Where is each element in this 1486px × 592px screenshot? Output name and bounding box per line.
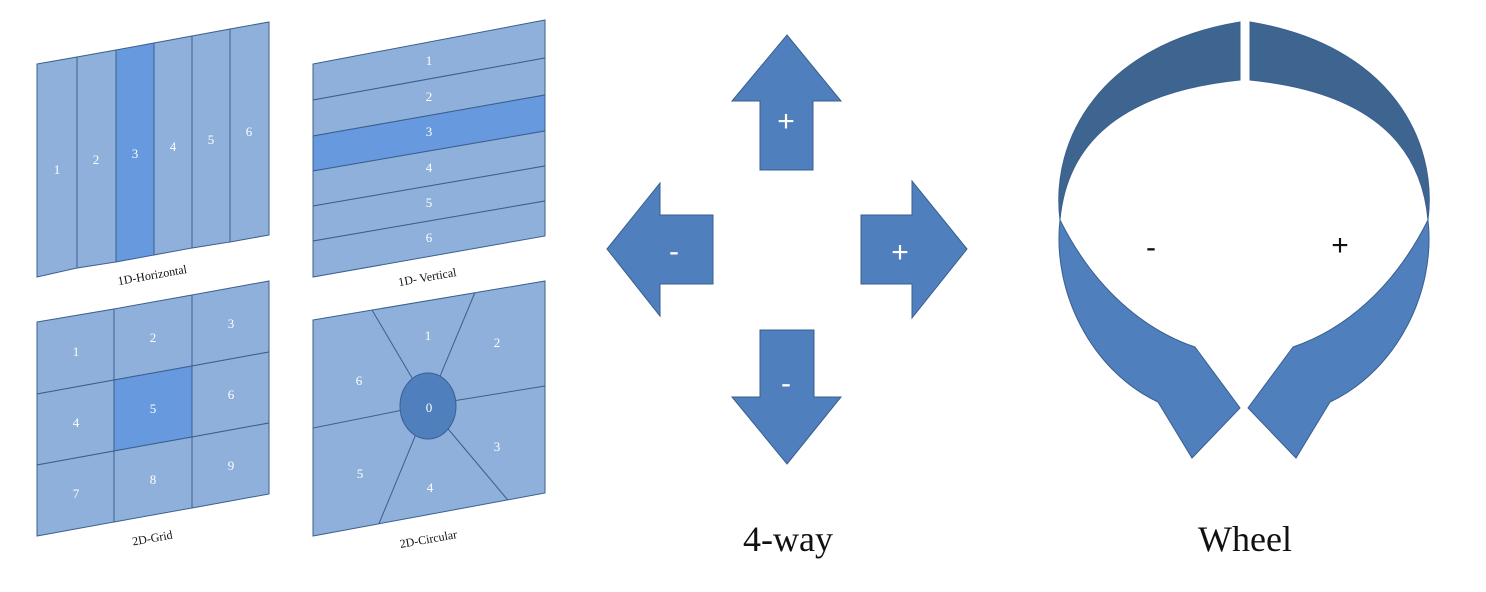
panel-1d-vertical-label: 1D- Vertical <box>397 265 458 289</box>
cell-v-4-label: 4 <box>426 160 433 175</box>
arrow-right-sign: + <box>891 236 909 269</box>
cell-h-4-label: 4 <box>170 139 177 154</box>
cell-c-5-label: 5 <box>357 466 364 481</box>
arrow-left[interactable] <box>606 181 714 318</box>
wheel-bottom-left-arrow[interactable] <box>1058 218 1241 459</box>
panel-1d-vertical: 1 2 3 4 5 6 1D- Vertical <box>312 19 546 289</box>
panel-1d-horizontal: 1 2 3 4 5 6 1D-Horizontal <box>36 21 270 288</box>
wheel-control: - + Wheel <box>1058 21 1430 559</box>
panel-1d-horizontal-label: 1D-Horizontal <box>117 262 189 288</box>
panel-2d-circular-label: 2D-Circular <box>399 527 459 551</box>
panel-2d-grid-label: 2D-Grid <box>131 528 173 549</box>
wheel-top-right[interactable] <box>1249 21 1430 221</box>
cell-v-1-label: 1 <box>426 53 433 68</box>
arrow-down[interactable] <box>730 329 843 465</box>
cell-v-3-label: 3 <box>426 124 433 139</box>
cell-g-9-label: 9 <box>228 458 235 473</box>
cell-c-1-label: 1 <box>425 328 432 343</box>
wheel-bottom-right-arrow[interactable] <box>1247 218 1430 459</box>
arrow-down-sign: - <box>781 367 791 400</box>
wheel-minus-sign: - <box>1146 231 1156 264</box>
cell-v-2-label: 2 <box>426 89 433 104</box>
cell-v-5-label: 5 <box>426 195 433 210</box>
wheel-top-left[interactable] <box>1058 21 1241 221</box>
cell-g-5-label: 5 <box>150 401 157 416</box>
arrow-up-sign: + <box>777 105 795 138</box>
four-way-control: + - + - 4-way <box>606 34 968 559</box>
cell-c-6-label: 6 <box>356 373 363 388</box>
cell-g-2-label: 2 <box>150 330 157 345</box>
arrow-up[interactable] <box>730 34 843 171</box>
cell-h-1-label: 1 <box>54 162 61 177</box>
cell-g-3-label: 3 <box>228 316 235 331</box>
panel-2d-grid: 1 2 3 4 5 6 7 8 9 2D-Grid <box>36 280 270 549</box>
cell-v-6 <box>312 200 546 278</box>
cell-c-3-label: 3 <box>494 439 501 454</box>
cell-c-4-label: 4 <box>427 480 434 495</box>
cell-h-3-label: 3 <box>132 146 139 161</box>
cell-h-6-label: 6 <box>246 124 253 139</box>
cell-h-5-label: 5 <box>208 132 215 147</box>
cell-g-4-label: 4 <box>73 415 80 430</box>
arrow-left-sign: - <box>669 235 679 268</box>
cell-h-6 <box>229 21 270 243</box>
wheel-plus-sign: + <box>1331 229 1349 262</box>
cell-g-6-label: 6 <box>228 387 235 402</box>
panel-2d-circular: 0 1 2 3 4 5 6 2D-Circular <box>312 280 546 551</box>
cell-c-2-label: 2 <box>494 335 501 350</box>
cell-g-8-label: 8 <box>150 472 157 487</box>
cell-g-9 <box>191 422 270 509</box>
four-way-label: 4-way <box>743 519 833 559</box>
cell-g-1-label: 1 <box>73 344 80 359</box>
cell-c-0-label: 0 <box>426 400 433 415</box>
cell-g-7-label: 7 <box>73 486 80 501</box>
circular-center-cell <box>399 372 457 440</box>
wheel-label: Wheel <box>1198 519 1292 559</box>
cell-h-2-label: 2 <box>93 152 100 167</box>
arrow-right[interactable] <box>860 179 968 320</box>
cell-v-6-label: 6 <box>426 230 433 245</box>
